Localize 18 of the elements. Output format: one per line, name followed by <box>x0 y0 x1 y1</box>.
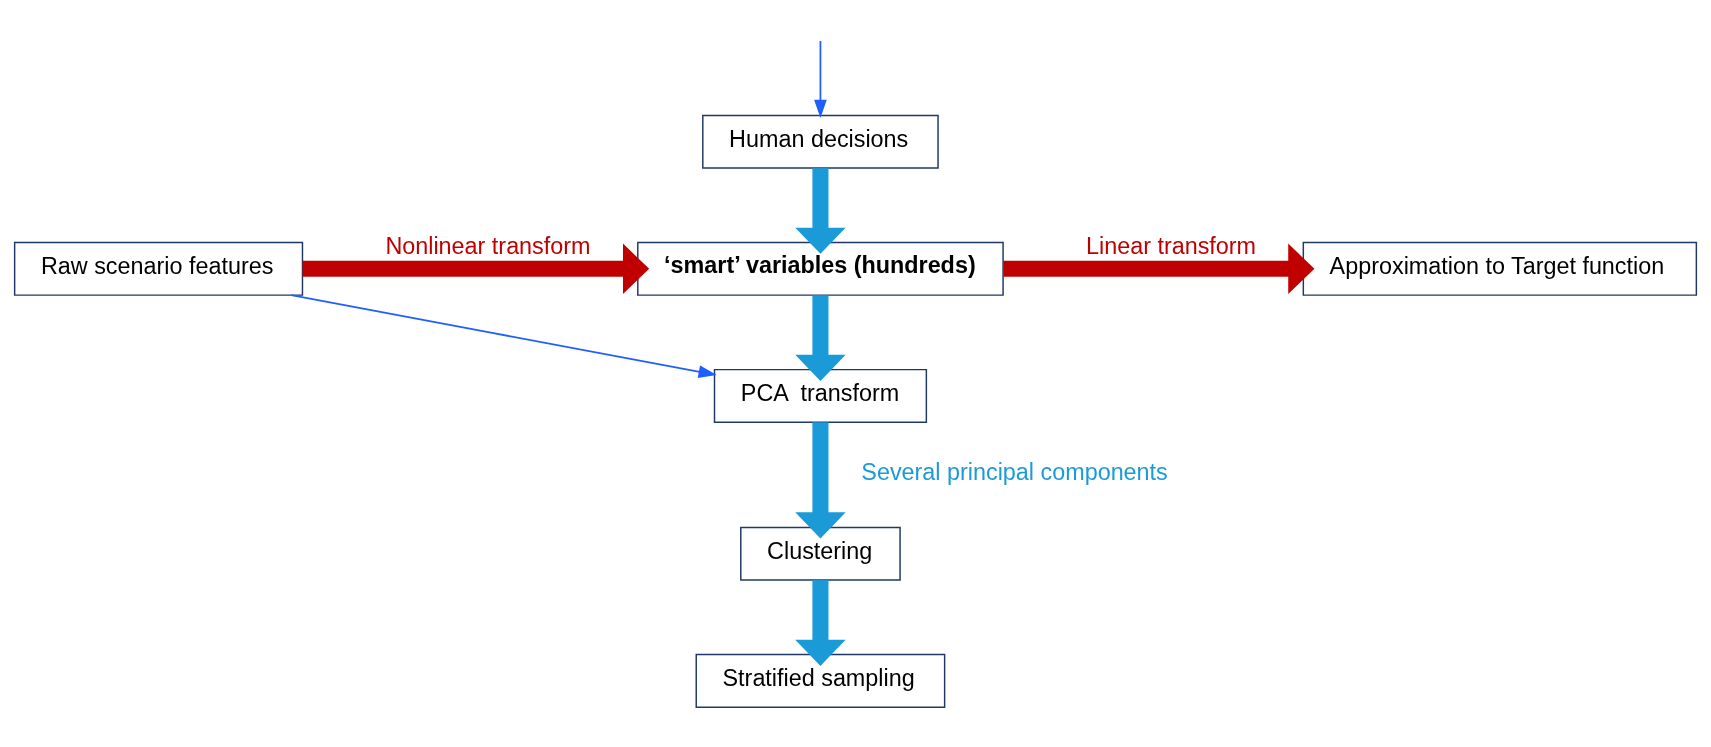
arrow <box>795 168 846 254</box>
node-box: PCA transform <box>713 368 928 423</box>
node-box: Approximation to Target function <box>1302 241 1698 296</box>
edge-label: Nonlinear transform <box>385 232 591 259</box>
node-box: Clustering <box>740 526 901 581</box>
node-box: Raw scenario features <box>13 241 304 296</box>
arrow <box>795 580 846 666</box>
arrow <box>795 295 846 381</box>
edge-label: Several principal components <box>861 459 1168 486</box>
edge-label: Linear transform <box>1085 232 1257 259</box>
arrow <box>302 243 650 295</box>
arrow <box>795 422 846 539</box>
node-box: Human decisions <box>702 114 939 169</box>
arrow <box>1003 243 1315 295</box>
arrow <box>290 294 717 378</box>
node-box: ‘smart’ variables (hundreds) <box>637 241 1004 296</box>
node-box: Stratified sampling <box>695 653 946 708</box>
arrow <box>814 40 827 118</box>
